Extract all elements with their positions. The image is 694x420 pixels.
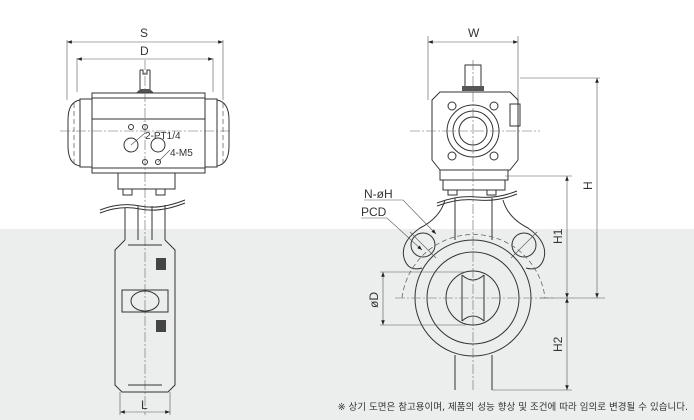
disclaimer-note: ※ 상기 도면은 참고용이며, 제품의 성능 향상 및 조건에 따라 임의로 변…: [337, 402, 688, 413]
side-view: S D 2-PT1/4 4-M5: [60, 26, 232, 415]
port-label: 2-PT1/4: [145, 131, 181, 142]
dim-s-label: S: [140, 26, 148, 40]
dim-h-label: H: [581, 181, 595, 190]
screw-label: 4-M5: [170, 148, 193, 159]
dim-l-label: L: [141, 398, 148, 412]
dim-bore-label: øD: [367, 292, 381, 308]
bolt-hole-label: N-øH: [364, 187, 393, 201]
dim-h2-label: H2: [551, 336, 565, 352]
dim-d-label: D: [140, 44, 149, 58]
dim-h1-label: H1: [551, 228, 565, 244]
background-band: [0, 229, 694, 420]
dim-w-label: W: [468, 26, 480, 40]
front-view: W: [361, 26, 605, 392]
pcd-label: PCD: [361, 205, 387, 219]
